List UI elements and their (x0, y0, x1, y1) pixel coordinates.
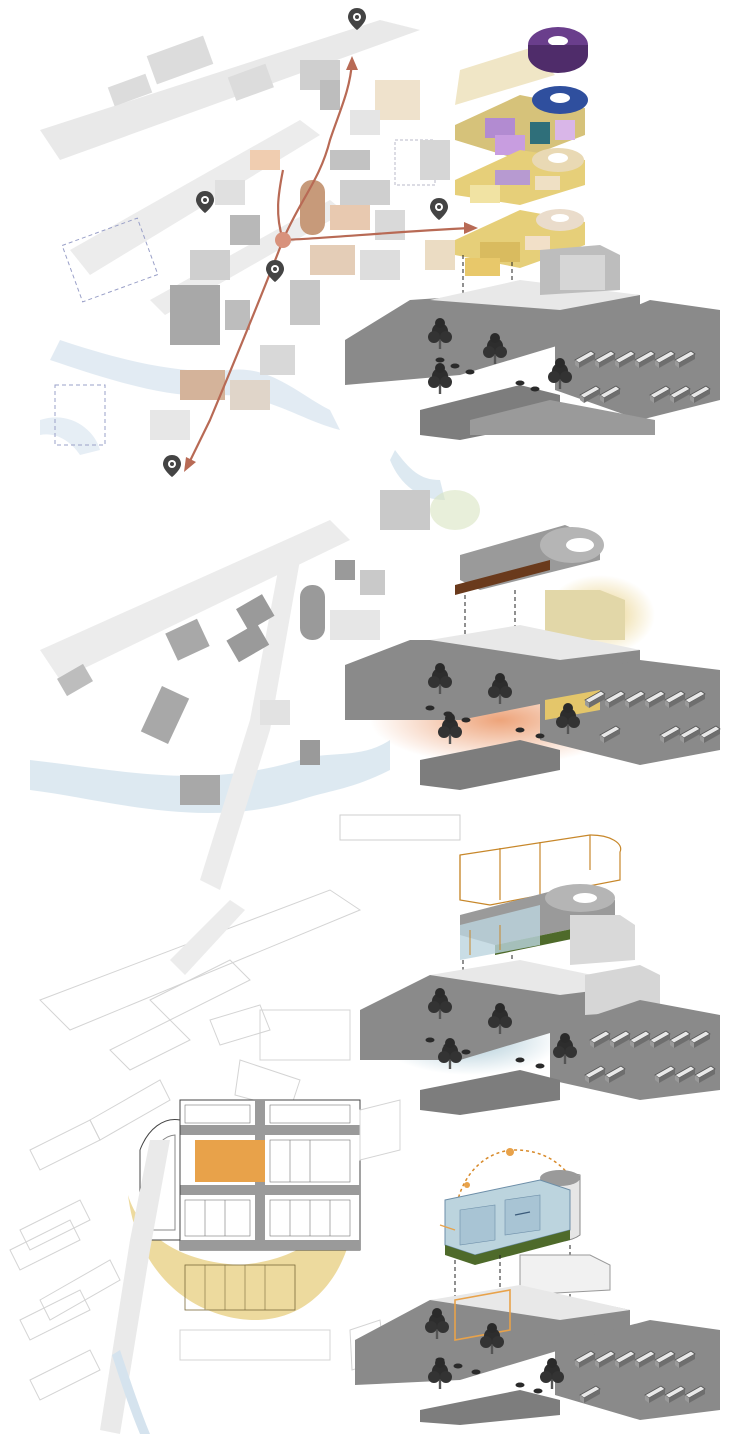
site-model (345, 590, 720, 790)
arrow-icon (346, 56, 358, 70)
map-pin-icon (163, 455, 181, 477)
map-pin-icon (430, 198, 448, 220)
road (100, 1140, 170, 1434)
map-pin-icon (196, 191, 214, 213)
sun-icon (506, 1148, 514, 1156)
river (40, 417, 100, 455)
arrow-icon (184, 457, 196, 472)
road (40, 20, 420, 160)
panel-2-glow-diagram (30, 450, 720, 890)
panel-3-framing-diagram (20, 835, 720, 1320)
site-model (345, 245, 720, 440)
route-node (275, 232, 291, 248)
sun-icon (464, 1182, 470, 1188)
panel-1-route-diagram (40, 8, 720, 477)
floating-building (440, 1170, 580, 1265)
panel-4-plan-diagram (10, 1100, 720, 1434)
exploded-floor-layers (455, 27, 588, 276)
